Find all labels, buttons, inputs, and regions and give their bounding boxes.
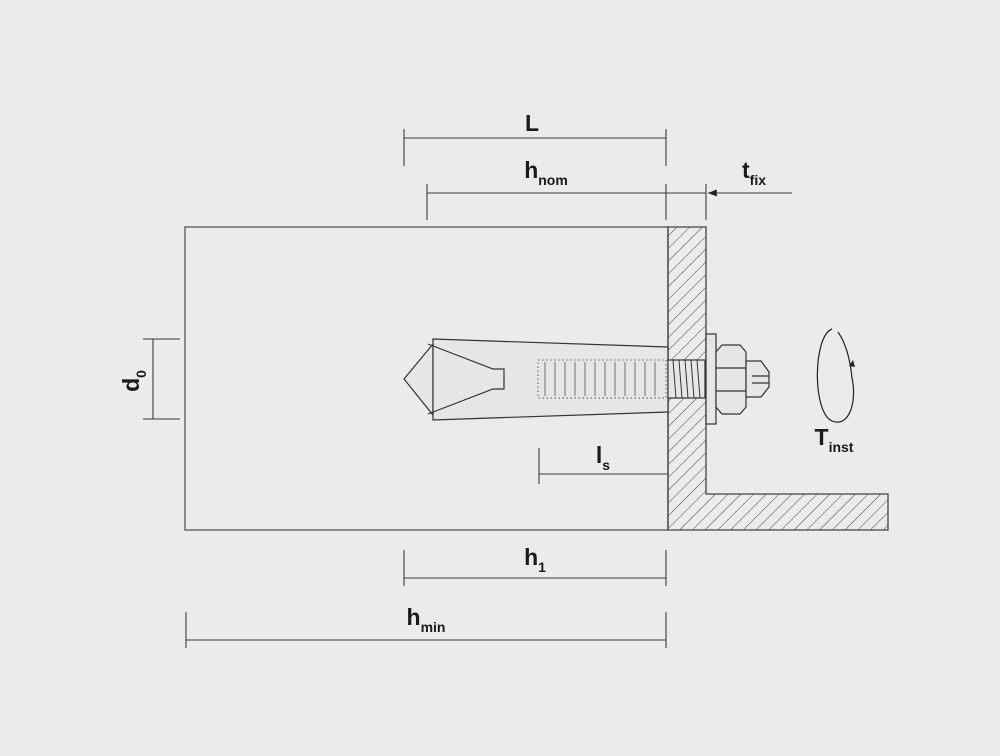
label-h1: h1 <box>524 544 546 575</box>
dimension-h-nom <box>426 184 707 220</box>
label-h-nom: hnom <box>524 157 568 188</box>
label-T-inst: Tinst <box>815 424 854 455</box>
inner-thread-marks <box>544 362 656 396</box>
dimension-L <box>403 129 667 166</box>
label-t-fix: tfix <box>742 157 766 188</box>
anchor-cone <box>403 342 434 417</box>
expansion-sleeve <box>432 338 669 421</box>
label-d0: d0 <box>118 370 149 392</box>
dimension-h1 <box>403 550 667 586</box>
label-h-min: hmin <box>407 604 446 635</box>
inner-thread-region <box>537 359 667 399</box>
dimension-d0 <box>143 338 180 420</box>
torque-rotation-arrow <box>816 328 855 423</box>
label-L: L <box>525 110 539 136</box>
torque-arrowhead <box>849 360 855 367</box>
washer <box>705 333 717 425</box>
anchor-bolt <box>403 333 770 425</box>
bolt-tip <box>745 360 770 398</box>
dimension-ls <box>538 448 668 484</box>
label-ls: ls <box>596 442 610 473</box>
dimension-h-min <box>185 612 667 648</box>
fixture-plate <box>667 226 889 531</box>
sleeve-slot <box>427 343 505 415</box>
hex-nut <box>715 344 747 415</box>
rod-thread-marks <box>672 359 701 399</box>
